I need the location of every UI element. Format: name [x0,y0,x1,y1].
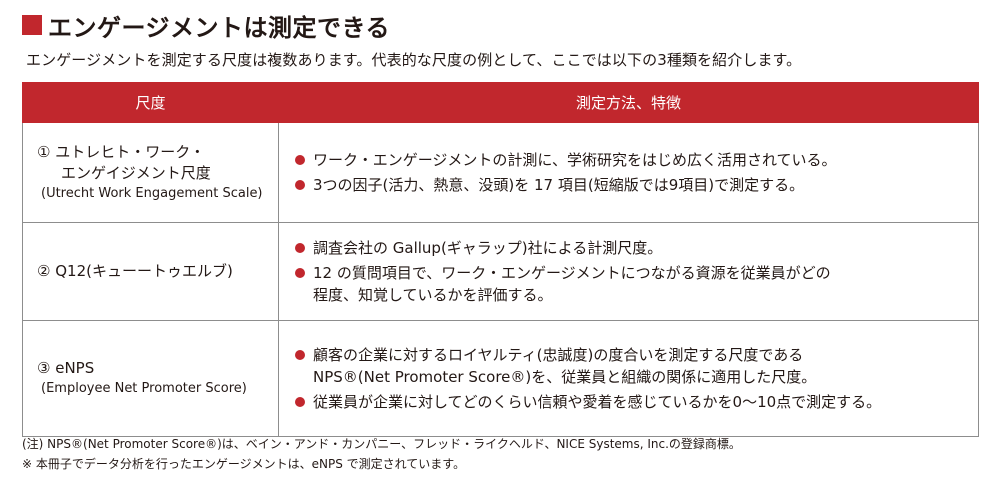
bullet-list: 顧客の企業に対するロイヤルティ(忠誠度)の度合いを測定する尺度である NPS®(… [279,344,978,413]
bullet-list: ワーク・エンゲージメントの計測に、学術研究をはじめ広く活用されている。 3つの因… [279,149,978,196]
table-row: ① ユトレヒト・ワーク・ エンゲイジメント尺度 (Utrecht Work En… [22,122,979,223]
list-item: 3つの因子(活力、熱意、没頭)を 17 項目(短縮版では9項目)で測定する。 [295,174,968,196]
bullet-dot-icon [295,155,305,165]
bullet-text: NPS®(Net Promoter Score®)を、従業員と組織の関係に適用し… [313,368,817,386]
footnote: ※ 本冊子でデータ分析を行ったエンゲージメントは、eNPS で測定されています。 [22,457,466,471]
bullet-dot-icon [295,350,305,360]
bullet-text: 従業員が企業に対してどのくらい信頼や愛着を感じているかを0〜10点で測定する。 [313,393,882,411]
scale-name: エンゲイジメント尺度 [61,163,211,182]
scale-english-name: (Utrecht Work Engagement Scale) [41,185,263,201]
scale-name: ① ユトレヒト・ワーク・ [37,142,205,161]
scale-name-cell: ③ eNPS (Employee Net Promoter Score) [22,320,279,437]
title-square-icon [22,15,42,35]
footnotes: (注) NPS®(Net Promoter Score®)は、ベイン・アンド・カ… [22,434,741,474]
bullet-text: 12 の質問項目で、ワーク・エンゲージメントにつながる資源を従業員がどの [313,264,831,282]
table-row: ③ eNPS (Employee Net Promoter Score) 顧客の… [22,320,979,437]
scale-english-name: (Employee Net Promoter Score) [41,381,247,396]
intro-text: エンゲージメントを測定する尺度は複数あります。代表的な尺度の例として、ここでは以… [26,51,802,69]
list-item: 顧客の企業に対するロイヤルティ(忠誠度)の度合いを測定する尺度である NPS®(… [295,344,968,388]
scale-description-cell: ワーク・エンゲージメントの計測に、学術研究をはじめ広く活用されている。 3つの因… [278,122,979,223]
scale-name-cell: ① ユトレヒト・ワーク・ エンゲイジメント尺度 (Utrecht Work En… [22,122,279,223]
bullet-dot-icon [295,243,305,253]
page-title: エンゲージメントは測定できる [22,8,390,42]
scale-description-cell: 顧客の企業に対するロイヤルティ(忠誠度)の度合いを測定する尺度である NPS®(… [278,320,979,437]
header-method: 測定方法、特徴 [278,82,979,123]
bullet-dot-icon [295,268,305,278]
table-row: ② Q12(キューートゥエルブ) 調査会社の Gallup(ギャラップ)社による… [22,222,979,321]
bullet-list: 調査会社の Gallup(ギャラップ)社による計測尺度。 12 の質問項目で、ワ… [279,237,978,306]
scale-name: ③ eNPS [37,359,95,377]
bullet-dot-icon [295,397,305,407]
scale-name: ② Q12(キューートゥエルブ) [37,262,233,280]
scale-description-cell: 調査会社の Gallup(ギャラップ)社による計測尺度。 12 の質問項目で、ワ… [278,222,979,321]
bullet-text: ワーク・エンゲージメントの計測に、学術研究をはじめ広く活用されている。 [313,151,837,169]
bullet-text: 程度、知覚しているかを評価する。 [313,286,553,304]
bullet-text: 顧客の企業に対するロイヤルティ(忠誠度)の度合いを測定する尺度である [313,346,804,364]
table-header-row: 尺度 測定方法、特徴 [22,82,979,123]
bullet-text: 調査会社の Gallup(ギャラップ)社による計測尺度。 [313,239,663,257]
footnote: (注) NPS®(Net Promoter Score®)は、ベイン・アンド・カ… [22,437,741,451]
list-item: 従業員が企業に対してどのくらい信頼や愛着を感じているかを0〜10点で測定する。 [295,391,968,413]
list-item: 調査会社の Gallup(ギャラップ)社による計測尺度。 [295,237,968,259]
page-title-text: エンゲージメントは測定できる [48,13,391,42]
list-item: 12 の質問項目で、ワーク・エンゲージメントにつながる資源を従業員がどの 程度、… [295,262,968,306]
header-scale: 尺度 [22,82,279,123]
bullet-dot-icon [295,180,305,190]
scale-name-cell: ② Q12(キューートゥエルブ) [22,222,279,321]
scales-table: 尺度 測定方法、特徴 ① ユトレヒト・ワーク・ エンゲイジメント尺度 (Utre… [22,82,979,437]
bullet-text: 3つの因子(活力、熱意、没頭)を 17 項目(短縮版では9項目)で測定する。 [313,176,805,194]
list-item: ワーク・エンゲージメントの計測に、学術研究をはじめ広く活用されている。 [295,149,968,171]
